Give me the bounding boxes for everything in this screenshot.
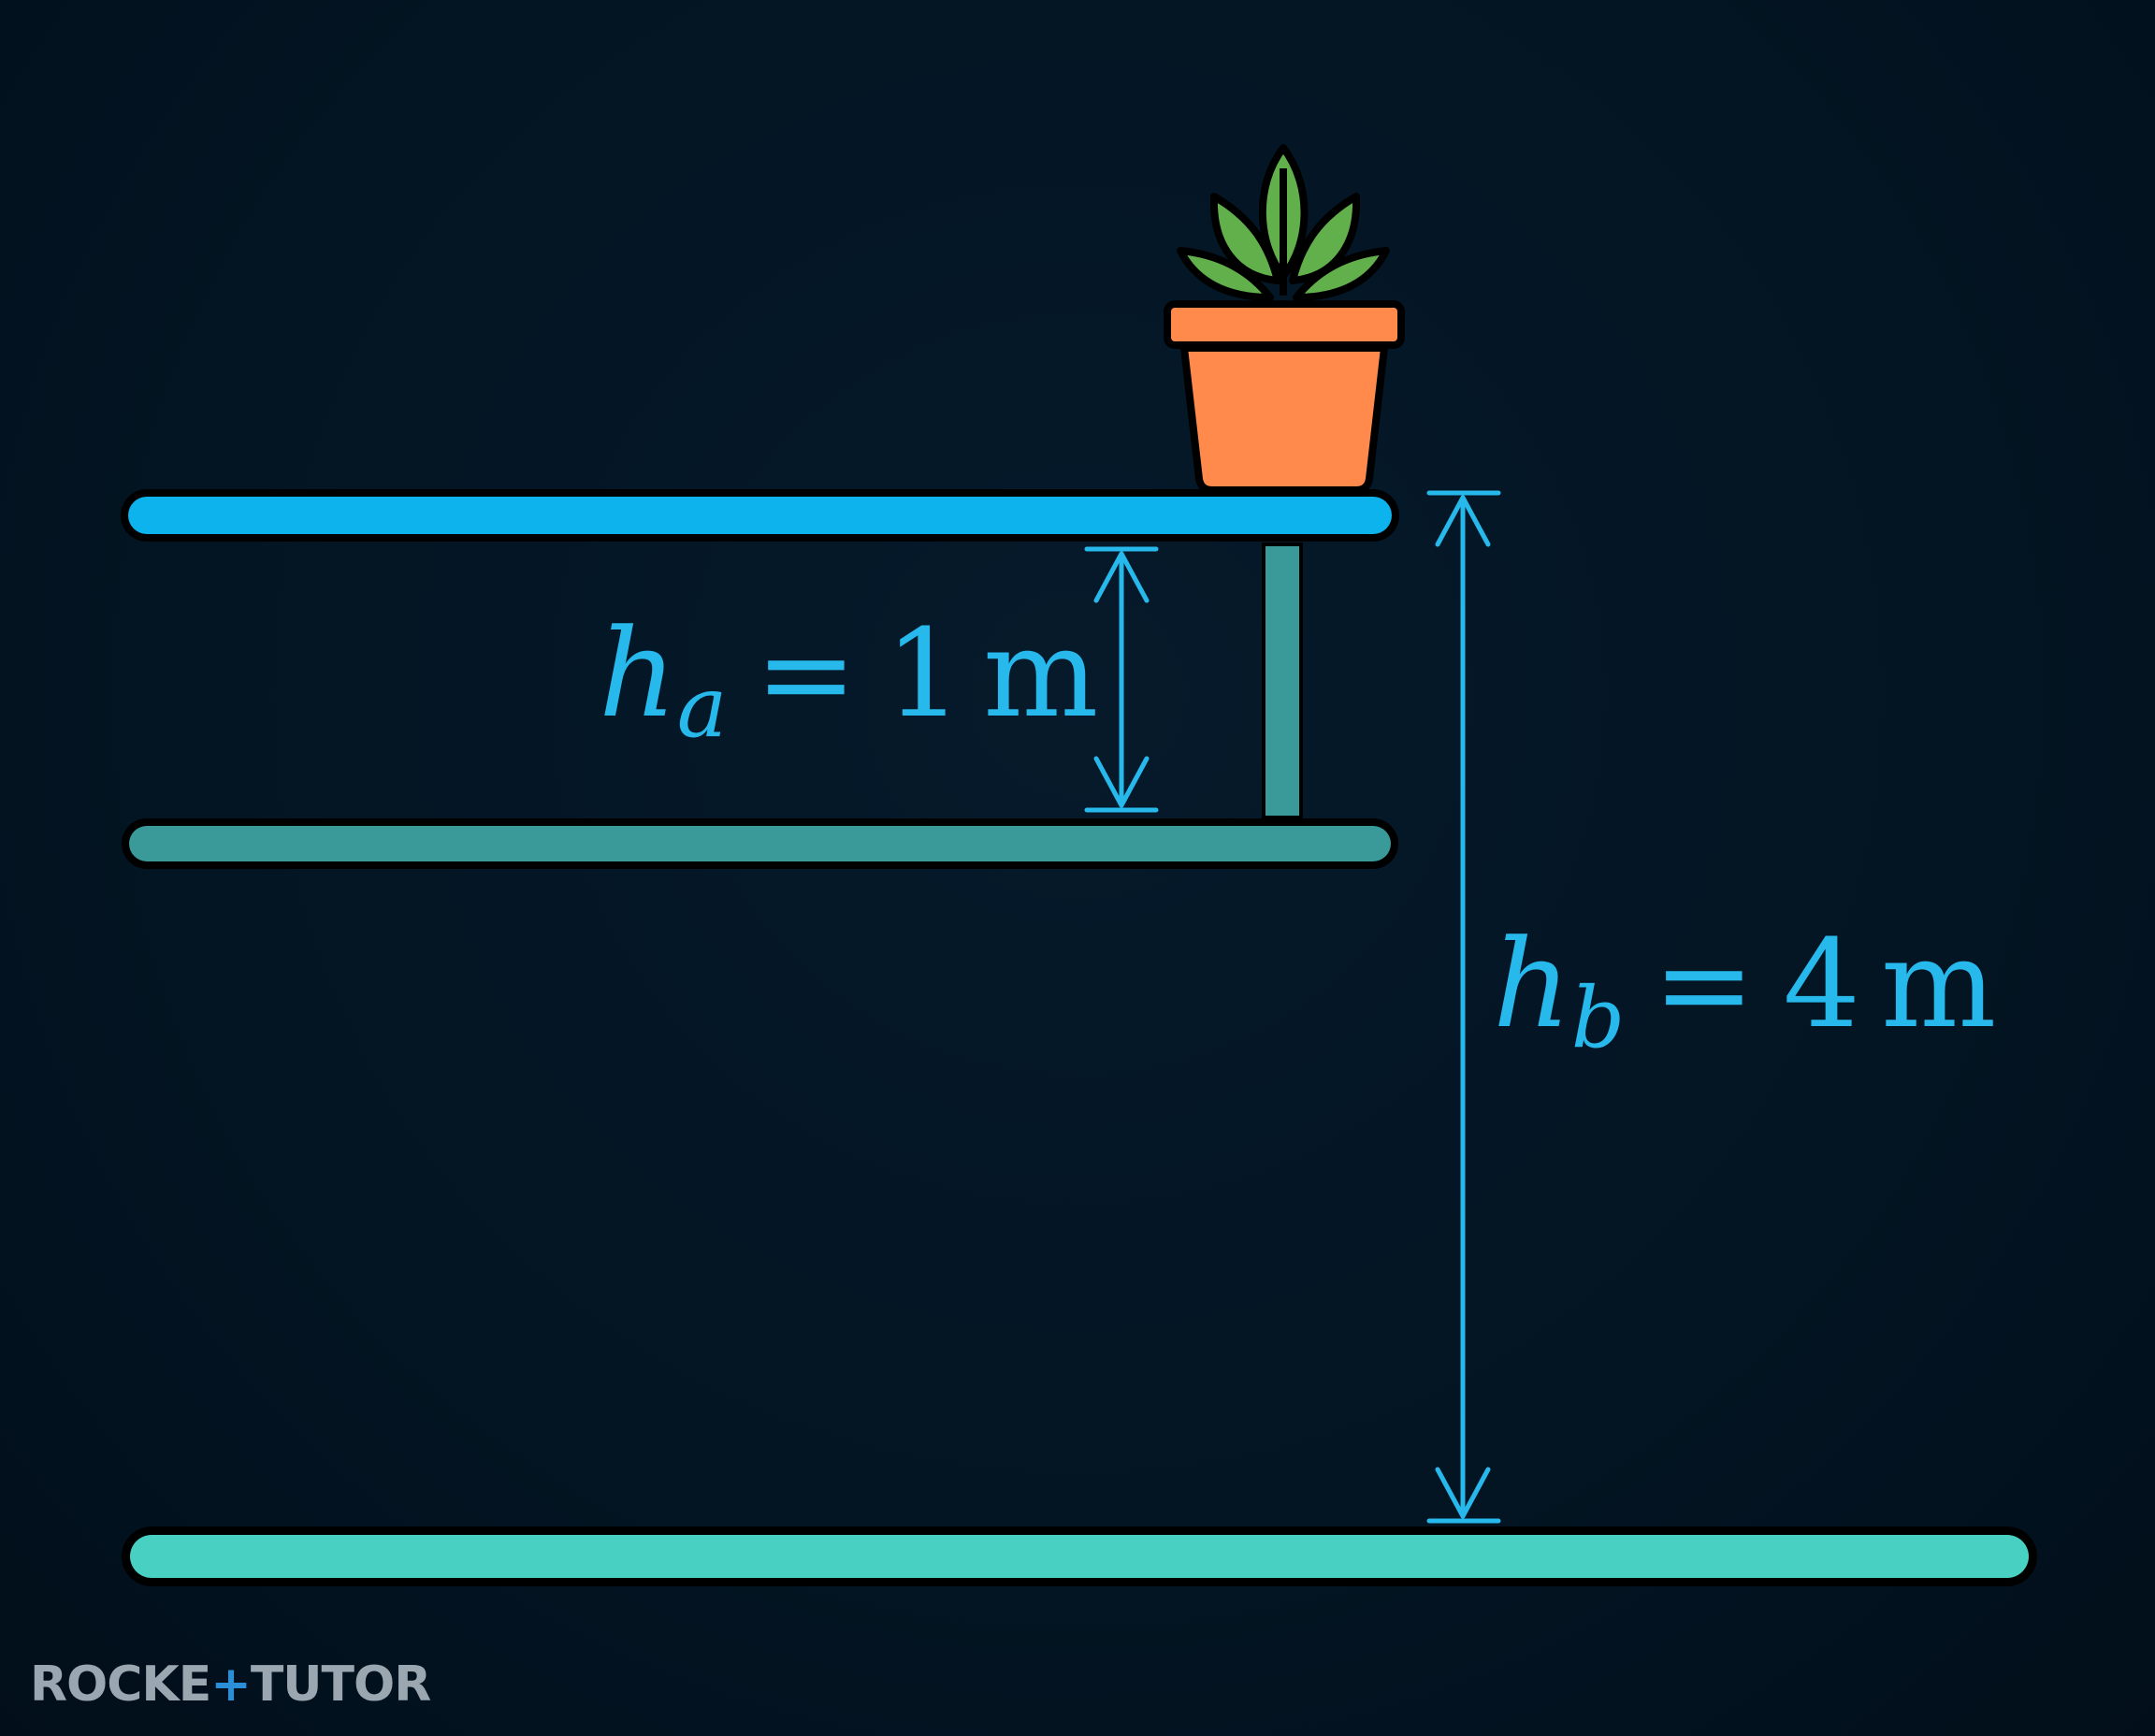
hb-unit: m	[1881, 913, 1996, 1055]
brand-right: TUTO	[251, 1656, 394, 1713]
ha-variable: h	[599, 602, 677, 745]
ha-unit: m	[983, 602, 1098, 745]
ha-subscript: a	[677, 658, 728, 757]
pot-body	[1180, 344, 1388, 494]
ha-value: 1	[885, 602, 962, 745]
ha-equals: =	[755, 602, 857, 745]
hb-subscript: b	[1571, 969, 1626, 1067]
hb-equals: =	[1653, 913, 1755, 1055]
brand-plus-glyph: +	[210, 1656, 251, 1713]
brand-tail: R	[394, 1656, 430, 1713]
brand-logo-text: ROCKE+TUTOR	[30, 1656, 430, 1713]
hb-variable: h	[1493, 913, 1571, 1055]
hb-dimension-arrow	[1426, 490, 1501, 1524]
potted-plant-icon	[1164, 144, 1405, 494]
hb-value: 4	[1783, 913, 1860, 1055]
ha-dimension-arrow	[1084, 546, 1159, 813]
plant-leaves	[1177, 144, 1390, 301]
brand-logo: ROCKE+TUTOR	[30, 1656, 431, 1713]
brand-left: ROCKE	[30, 1656, 210, 1713]
shelf-support-post	[1262, 542, 1303, 819]
pot-rim	[1164, 300, 1405, 349]
